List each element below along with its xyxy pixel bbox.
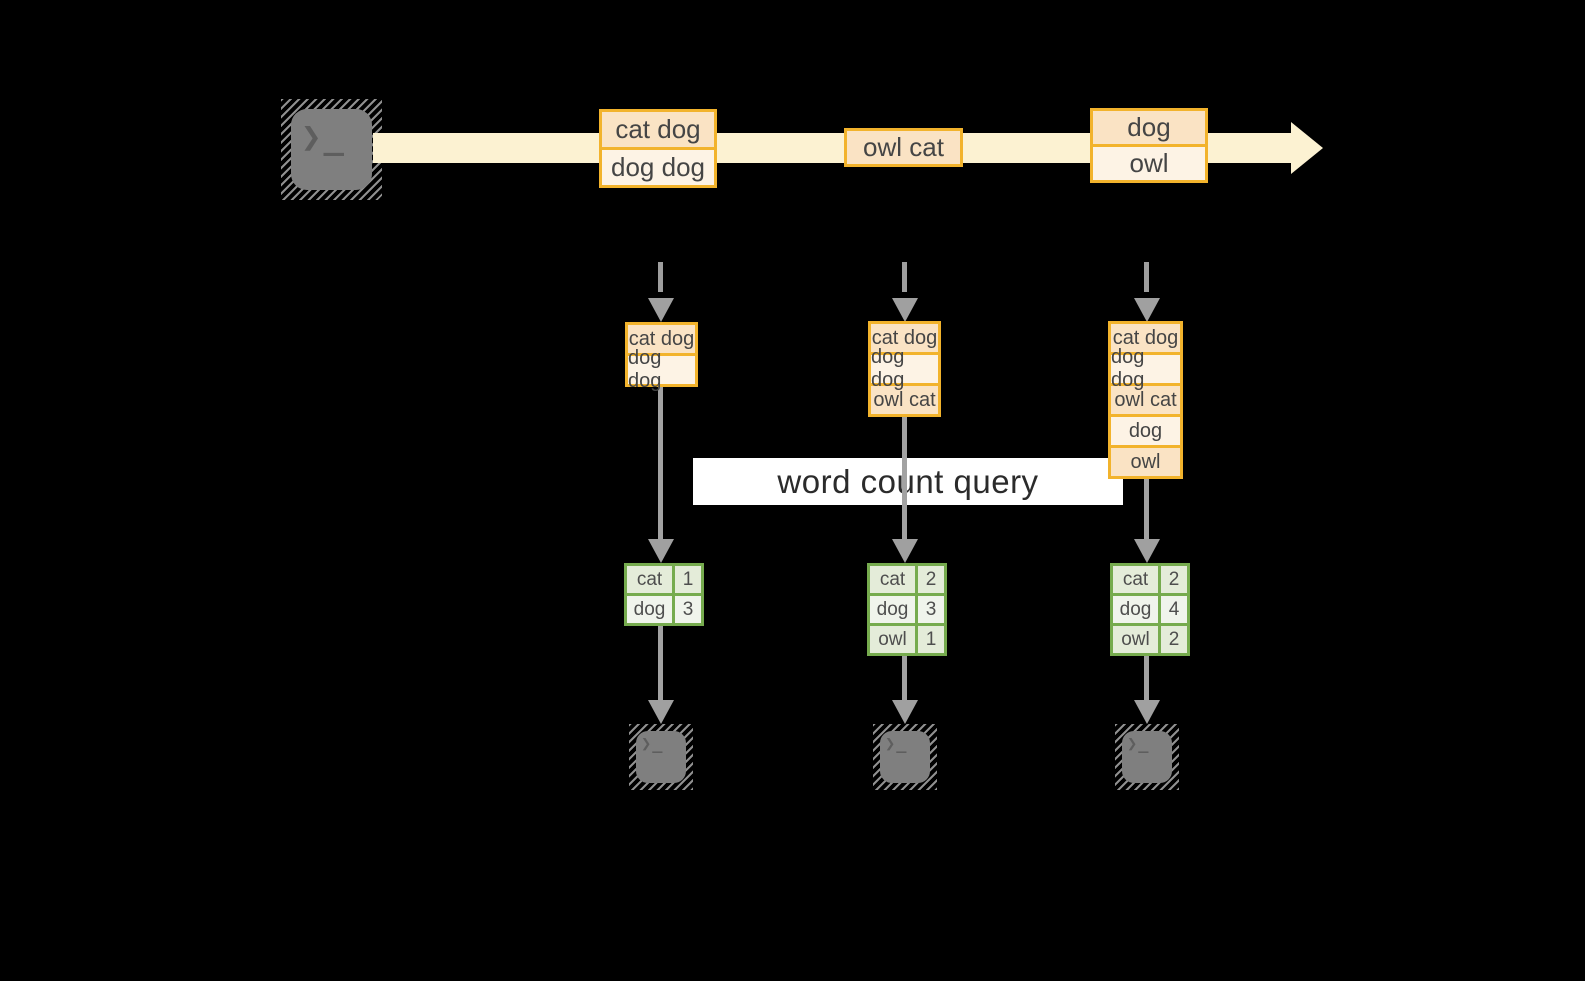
word-count-table: cat 2 dog 3 owl 1 bbox=[867, 563, 947, 656]
stream-arrow-tip-icon bbox=[1291, 122, 1323, 174]
arrowhead-down-icon bbox=[648, 700, 674, 724]
flow-arrow bbox=[658, 626, 663, 702]
buffer-stack: cat dog dog dog bbox=[625, 322, 698, 392]
word-cell: dog bbox=[1113, 596, 1158, 623]
event-line: owl bbox=[1090, 144, 1208, 183]
dashed-arrow bbox=[658, 262, 663, 298]
word-cell: cat bbox=[870, 566, 915, 593]
dashed-arrow bbox=[902, 262, 907, 298]
buffer-line: owl cat bbox=[1108, 383, 1183, 417]
terminal-prompt-icon: ❯_ bbox=[301, 117, 346, 157]
arrowhead-down-icon bbox=[892, 700, 918, 724]
buffer-line: dog dog bbox=[1108, 346, 1183, 391]
arrowhead-down-icon bbox=[1134, 298, 1160, 322]
stream-event-box: owl cat bbox=[844, 128, 963, 167]
event-line: dog bbox=[1090, 108, 1208, 147]
arrowhead-down-icon bbox=[648, 539, 674, 563]
buffer-stack: cat dog dog dog owl cat bbox=[868, 321, 941, 417]
sink-terminal-icon: ❯_ bbox=[1115, 724, 1179, 790]
buffer-line: dog bbox=[1108, 414, 1183, 448]
flow-arrow bbox=[902, 656, 907, 702]
count-cell: 2 bbox=[1161, 626, 1187, 653]
buffer-line: owl bbox=[1108, 445, 1183, 479]
flow-arrow bbox=[902, 415, 907, 541]
buffer-line: dog dog bbox=[868, 346, 941, 391]
stream-event-box: dog owl bbox=[1090, 108, 1208, 183]
terminal-screen bbox=[636, 731, 686, 783]
event-line: cat dog bbox=[599, 109, 717, 150]
count-cell: 1 bbox=[918, 626, 944, 653]
sink-terminal-icon: ❯_ bbox=[873, 724, 937, 790]
word-cell: cat bbox=[1113, 566, 1158, 593]
event-line: owl cat bbox=[844, 128, 963, 167]
count-cell: 4 bbox=[1161, 596, 1187, 623]
flow-arrow bbox=[658, 385, 663, 541]
flow-arrow bbox=[1144, 656, 1149, 702]
count-cell: 3 bbox=[675, 596, 701, 623]
arrowhead-down-icon bbox=[892, 298, 918, 322]
count-cell: 2 bbox=[918, 566, 944, 593]
buffer-line: dog dog bbox=[625, 347, 698, 392]
word-count-table: cat 2 dog 4 owl 2 bbox=[1110, 563, 1190, 656]
source-terminal-icon: ❯_ bbox=[281, 99, 382, 200]
terminal-prompt-icon: ❯_ bbox=[885, 734, 908, 754]
sink-terminal-icon: ❯_ bbox=[629, 724, 693, 790]
word-count-table: cat 1 dog 3 bbox=[624, 563, 704, 626]
flow-arrow bbox=[1144, 477, 1149, 541]
word-cell: owl bbox=[1113, 626, 1158, 653]
count-cell: 2 bbox=[1161, 566, 1187, 593]
arrowhead-down-icon bbox=[648, 298, 674, 322]
count-cell: 1 bbox=[675, 566, 701, 593]
buffer-line: owl cat bbox=[868, 383, 941, 417]
arrowhead-down-icon bbox=[1134, 539, 1160, 563]
buffer-stack: cat dog dog dog owl cat dog owl bbox=[1108, 321, 1183, 479]
word-cell: dog bbox=[627, 596, 672, 623]
word-cell: owl bbox=[870, 626, 915, 653]
word-cell: cat bbox=[627, 566, 672, 593]
terminal-prompt-icon: ❯_ bbox=[641, 734, 664, 754]
count-cell: 3 bbox=[918, 596, 944, 623]
arrowhead-down-icon bbox=[892, 539, 918, 563]
terminal-screen bbox=[880, 731, 930, 783]
word-cell: dog bbox=[870, 596, 915, 623]
terminal-screen bbox=[1122, 731, 1172, 783]
terminal-screen bbox=[291, 109, 372, 190]
query-label: word count query bbox=[693, 458, 1123, 505]
arrowhead-down-icon bbox=[1134, 700, 1160, 724]
terminal-prompt-icon: ❯_ bbox=[1127, 734, 1150, 754]
dashed-arrow bbox=[1144, 262, 1149, 298]
stream-event-box: cat dog dog dog bbox=[599, 109, 717, 188]
event-line: dog dog bbox=[599, 147, 717, 188]
buffer-line: cat dog bbox=[868, 321, 941, 355]
